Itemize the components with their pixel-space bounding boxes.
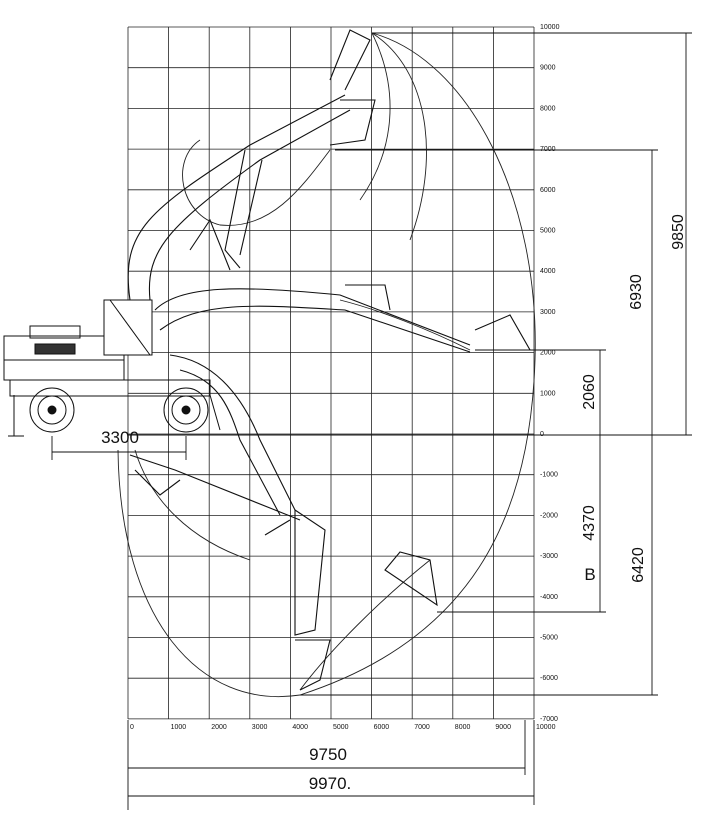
y-tick-label: 0: [540, 431, 544, 438]
dim-reach-ground: 9750: [309, 745, 347, 764]
y-tick-label: 2000: [540, 350, 556, 357]
y-tick-label: 6000: [540, 187, 556, 194]
x-tick-label: 8000: [455, 724, 471, 731]
dim-2060: 2060: [581, 374, 598, 410]
x-tick-label: 5000: [333, 724, 349, 731]
x-tick-label: 9000: [495, 724, 511, 731]
working-envelope: [117, 32, 536, 697]
dimension-lines: [51, 32, 692, 810]
x-tick-label: 1000: [171, 724, 187, 731]
dim-dig-depth-b: 4370: [581, 505, 598, 541]
y-tick-label: -2000: [540, 512, 558, 519]
y-tick-label: -6000: [540, 675, 558, 682]
y-tick-label: 9000: [540, 65, 556, 72]
y-tick-label: 5000: [540, 228, 556, 235]
y-tick-label: 8000: [540, 105, 556, 112]
y-tick-label: -7000: [540, 716, 558, 723]
y-tick-label: -1000: [540, 472, 558, 479]
x-tick-labels: 0 1000 2000 3000 4000 5000 6000 7000 8000 9000 100…: [130, 724, 556, 731]
y-tick-label: -3000: [540, 553, 558, 560]
y-tick-label: -5000: [540, 635, 558, 642]
boom-arm-positions: [127, 29, 531, 691]
point-label-b: B: [584, 565, 595, 584]
excavator-machine: [3, 299, 221, 437]
dim-dump-height: 6930: [628, 274, 645, 310]
x-tick-label: 4000: [292, 724, 308, 731]
grid: [127, 26, 535, 720]
x-tick-label: 7000: [414, 724, 430, 731]
x-tick-label: 3000: [252, 724, 268, 731]
y-tick-labels: 1000090008000700060005000400030002000100…: [540, 24, 560, 723]
y-tick-label: 4000: [540, 268, 556, 275]
dim-max-height: 9850: [670, 214, 687, 250]
x-tick-label: 6000: [374, 724, 390, 731]
x-tick-label: 2000: [211, 724, 227, 731]
dim-max-depth: 6420: [630, 547, 647, 583]
x-tick-label: 10000: [536, 724, 556, 731]
y-tick-label: 10000: [540, 24, 560, 31]
y-tick-label: -4000: [540, 594, 558, 601]
dim-wheelbase: 3300: [101, 428, 139, 447]
x-tick-label: 0: [130, 724, 134, 731]
y-tick-label: 3000: [540, 309, 556, 316]
y-tick-label: 1000: [540, 390, 556, 397]
dim-max-reach: 9970.: [309, 774, 352, 793]
